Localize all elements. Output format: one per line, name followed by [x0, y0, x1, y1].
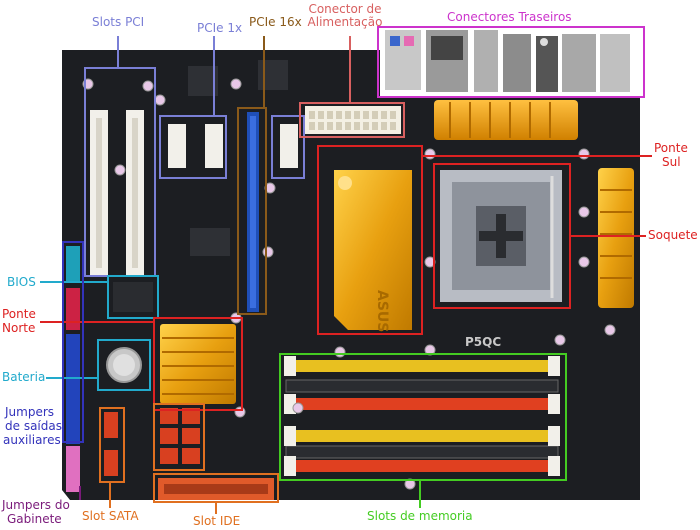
pcie1x-slot-2 — [205, 124, 223, 168]
label-power-line2: Alimentação — [304, 15, 386, 29]
label-aux-line1: Jumpers — [5, 405, 54, 419]
label-north-line1: Ponte — [2, 307, 36, 321]
label-north-line2: Norte — [2, 321, 35, 335]
bios-chip — [113, 282, 153, 312]
label-bios: BIOS — [7, 275, 36, 289]
board-brand-text: ASUS — [374, 290, 390, 332]
board-model-text: P5QC — [465, 335, 501, 349]
label-pcie16x: PCIe 16x — [249, 15, 302, 29]
label-sata: Slot SATA — [82, 509, 139, 523]
pcie1x-slot-3 — [280, 124, 298, 168]
label-battery: Bateria — [2, 370, 45, 384]
rear-io-group — [385, 30, 630, 92]
label-pci: Slots PCI — [92, 15, 144, 29]
big-chipset-heatsink — [334, 170, 412, 330]
pcie1x-slot-1 — [168, 124, 186, 168]
sata-port-2 — [104, 450, 118, 476]
label-memory: Slots de memoria — [367, 509, 473, 523]
label-south-line2: Sul — [662, 155, 681, 169]
label-ide: Slot IDE — [193, 514, 240, 528]
label-aux-line2: de saídas — [5, 419, 62, 433]
label-south-line1: Ponte — [654, 141, 688, 155]
label-aux-line3: auxiliares — [3, 433, 61, 447]
north-bridge-heatsink — [160, 324, 236, 404]
label-pcie1x: PCIe 1x — [197, 21, 242, 35]
label-socket: Soquete — [648, 228, 698, 242]
label-case-line2: Gabinete — [7, 512, 62, 526]
vrm-heatsink-top — [434, 100, 578, 140]
label-rear: Conectores Traseiros — [447, 10, 572, 24]
label-case-line1: Jumpers do — [2, 498, 70, 512]
sata-port-1 — [104, 412, 118, 438]
label-power-line1: Conector de — [304, 2, 386, 16]
